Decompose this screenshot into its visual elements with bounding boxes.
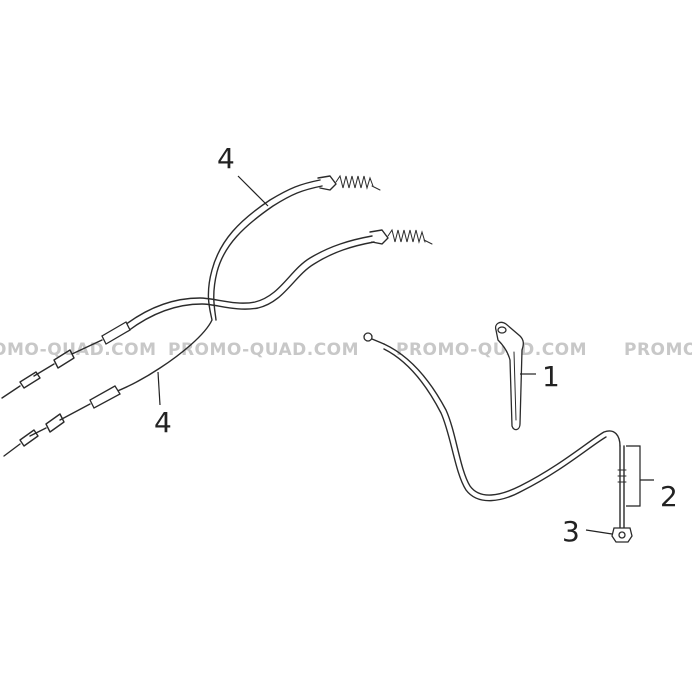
parking-brake-cable — [363, 332, 627, 529]
watermark-4: PROMO — [624, 340, 692, 360]
callout-4-top: 4 — [217, 142, 235, 175]
cable-bracket — [494, 321, 524, 431]
watermark-2: PROMO-QUAD.COM — [168, 340, 359, 360]
callout-3: 3 — [562, 515, 580, 548]
leader-3 — [585, 529, 613, 535]
watermark-1: OMO-QUAD.COM — [0, 340, 157, 360]
leader-4-top — [237, 175, 269, 207]
callout-4-bottom: 4 — [154, 406, 172, 439]
callout-2: 2 — [660, 480, 678, 513]
brake-cable-upper — [3, 174, 381, 457]
leader-2 — [626, 445, 654, 507]
nut — [611, 527, 633, 543]
watermark-3: PROMO-QUAD.COM — [396, 340, 587, 360]
callout-1: 1 — [542, 360, 560, 393]
brake-cable-lower — [1, 228, 433, 399]
leader-4-bottom — [157, 371, 161, 406]
